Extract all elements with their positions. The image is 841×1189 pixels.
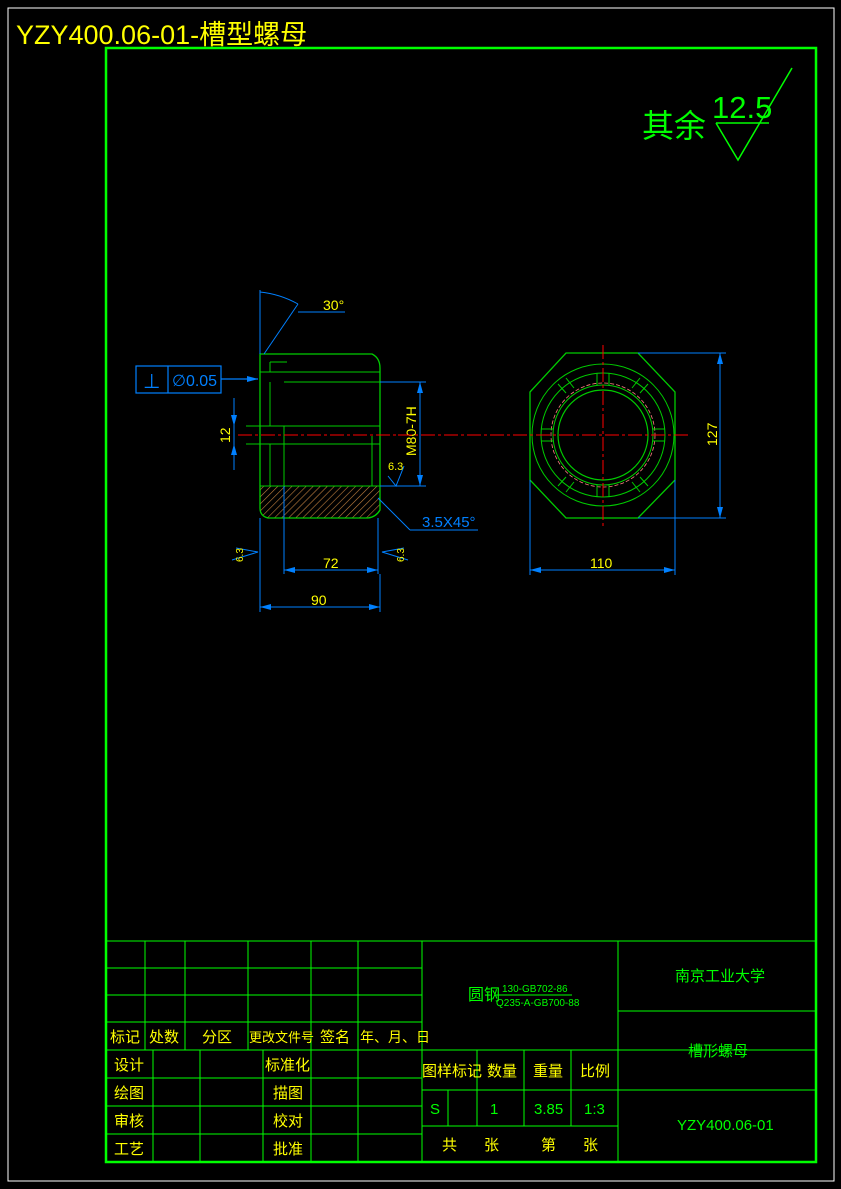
qty-value: 1 [490,1101,498,1118]
thread-label: M80-7H [403,406,419,456]
surface-finish-label: 其余 [642,108,706,144]
thread-arrow-top [417,382,423,393]
surface-finish-symbol: 其余 12.5 [642,67,793,162]
sign-standard: 标准化 [265,1057,310,1074]
slot-width-dimension: 12 [217,398,237,470]
slot-width-label: 12 [217,427,233,443]
thread-dimension: M80-7H 6.3 [380,381,426,487]
hatched-section [259,485,381,519]
roughness-right-label: 6.3 [396,548,407,562]
material-line1: 圆钢 [468,986,500,1004]
sheet-no: 第 [541,1136,556,1154]
title-block [106,940,816,1162]
rev-header-zone: 分区 [202,1029,232,1046]
sign-check: 校对 [273,1113,303,1130]
angle-arc [259,291,299,305]
total-length-label: 90 [311,592,327,608]
total-length-dimension: 90 [259,518,381,612]
rev-header-doc: 更改文件号 [249,1030,314,1045]
weight-value: 3.85 [534,1101,563,1118]
slot-arrow-bottom [231,444,237,455]
material-line2: 130-GB702-86 [502,984,568,995]
inner-length-label: 72 [323,555,339,571]
roughness-left: 6.3 [231,547,259,562]
tolerance-symbol: ⊥ [143,371,160,393]
height-arrow-top [717,353,723,364]
drawing-frame [104,46,818,1164]
height-arrow-bottom [717,507,723,518]
sheets-unit-1: 张 [484,1137,499,1154]
sheet-border [7,7,835,1182]
drawing-number: YZY400.06-01 [677,1117,774,1134]
tolerance-frame: ⊥ ∅0.05 [135,365,258,394]
roughness-right: 6.3 [381,547,409,562]
inner-length-dimension: 72 [283,486,379,574]
tolerance-arrow [247,376,258,382]
angle-leader [263,303,299,355]
sheet-title: YZY400.06-01-槽型螺母 [16,20,307,50]
chamfer-callout: 3.5X45° [377,497,478,531]
total-arrow-right [369,604,380,610]
roughness-check-mark [715,67,793,162]
sheets-total: 共 [442,1137,457,1154]
sign-review: 审核 [114,1113,144,1130]
school-name: 南京工业大学 [675,968,765,985]
height-label: 127 [704,422,720,446]
chamfer-label: 3.5X45° [422,514,476,531]
sign-trace: 描图 [273,1085,303,1102]
mark-header: 图样标记 [422,1063,482,1080]
chamfer-angle-label: 30° [323,297,344,313]
tolerance-value: ∅0.05 [172,373,217,390]
rev-header-date: 年、月、日 [360,1029,430,1045]
surface-finish-value: 12.5 [712,90,772,125]
thread-arrow-bottom [417,475,423,486]
roughness-left-label: 6.3 [235,548,246,562]
scale-value: 1:3 [584,1101,605,1118]
inner-arrow-left [284,567,295,573]
part-name: 槽形螺母 [688,1043,748,1060]
height-dimension: 127 [638,352,726,519]
material-line3: Q235-A-GB700-88 [496,998,580,1009]
chamfer-leader [377,497,411,531]
sign-design: 设计 [114,1057,144,1074]
sign-draw: 绘图 [114,1085,144,1102]
flats-arrow-left [530,567,541,573]
front-view [238,353,398,519]
roughness-inner-label: 6.3 [388,461,403,473]
total-arrow-left [260,604,271,610]
weight-header: 重量 [533,1063,563,1080]
mark-value: S [430,1101,440,1118]
side-view [398,345,690,526]
slot-arrow-top [231,415,237,426]
across-flats-dimension: 110 [529,480,676,575]
roughness-right-mark [381,547,409,561]
sheets-unit-2: 张 [583,1137,598,1154]
slot-lines [541,373,665,497]
flats-arrow-right [664,567,675,573]
roughness-left-mark [231,547,259,561]
across-flats-label: 110 [590,555,613,571]
roughness-inner-mark [387,465,405,487]
sign-approve: 批准 [273,1141,303,1158]
rev-header-mark: 标记 [110,1029,140,1046]
sign-process: 工艺 [114,1141,144,1158]
rev-header-sign: 签名 [320,1029,350,1046]
rev-header-count: 处数 [149,1029,179,1046]
inner-arrow-right [367,567,378,573]
qty-header: 数量 [487,1063,517,1080]
scale-header: 比例 [580,1063,610,1080]
angle-dimension: 30° [259,290,345,355]
